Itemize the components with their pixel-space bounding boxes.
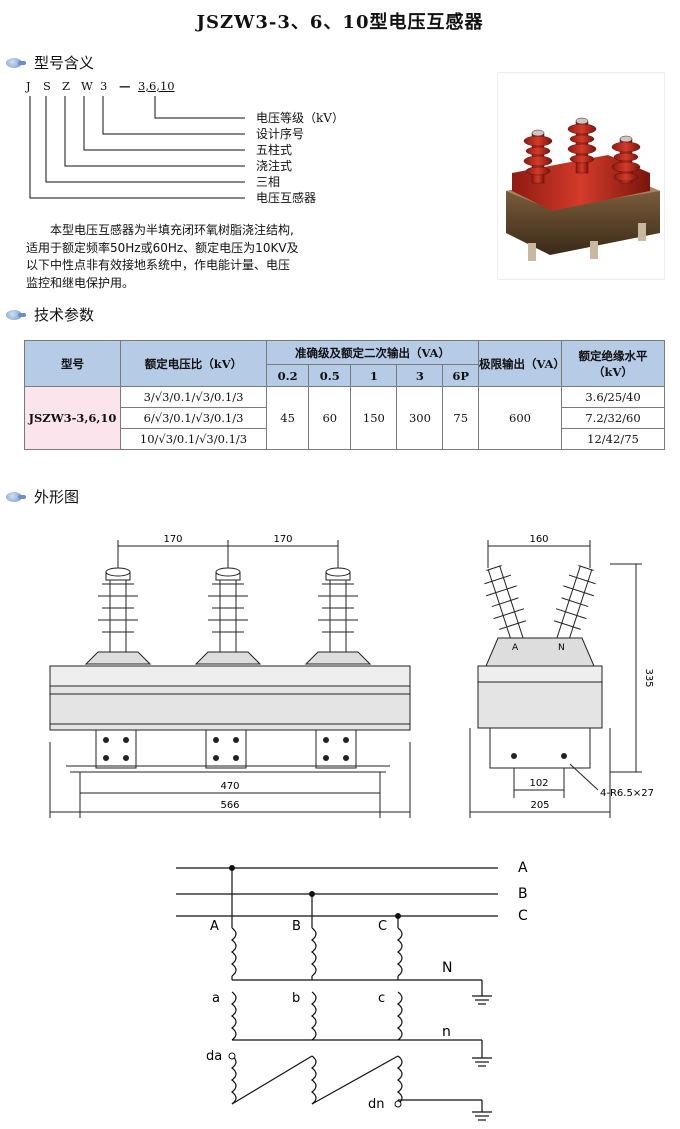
cell-ratio: 6/√3/0.1/√3/0.1/3 [120,407,267,429]
cell-output: 75 [442,386,479,450]
model-code-diagram: J S Z W 3 — 3,6,10 电压等级（kV） 设计序号 五柱式 浇注式… [0,0,400,220]
header-model: 型号 [24,340,121,387]
code-letter-j: J [26,79,31,93]
header-limit: 极限输出（VA） [478,340,565,387]
bus-label-b: B [518,886,528,902]
dim-height: 335 [643,668,654,687]
primary-label-c: C [378,919,387,934]
neutral-secondary-label: n [442,1024,451,1040]
bushing-label-a: A [512,643,519,653]
cell-ratio: 10/√3/0.1/√3/0.1/3 [120,428,267,450]
cell-insulation: 3.6/25/40 [561,386,665,408]
header-class: 1 [350,364,398,387]
primary-label-a: A [210,919,219,934]
code-dash: — [119,79,131,93]
section-tech-params: 技术参数 [6,304,94,325]
bus-label-c: C [518,908,528,924]
model-code-leader-lines [29,96,245,199]
meaning-voltage: 电压等级（kV） [256,111,344,125]
page-title: JSZW3-3、6、10型电压互感器 [196,12,484,33]
header-class: 0.2 [265,364,310,387]
wiring-diagram: A B C A B C N a b c n da dn [176,860,528,1121]
header-class: 6P [442,364,479,387]
section-outline: 外形图 [6,486,79,507]
dim-total: 566 [220,800,239,811]
code-letter-w: W [81,79,93,93]
bullet-icon [6,56,28,70]
secondary-label-b: b [292,991,300,1006]
cell-model: JSZW3-3,6,10 [24,386,121,450]
side-view-drawing: 160 335 102 205 4-R6.5×27 A N [469,534,654,818]
product-photo [497,72,665,280]
cell-insulation: 7.2/32/60 [561,407,665,429]
cell-output: 300 [396,386,444,450]
code-letter-z: Z [62,79,70,93]
description-line: 本型电压互感器为半填充闭环氧树脂浇注结构, [50,223,294,237]
dim-top: 160 [529,534,548,545]
open-delta-end-label: dn [368,1097,385,1112]
section-title: 型号含义 [34,54,95,72]
model-code-meanings: 电压等级（kV） 设计序号 五柱式 浇注式 三相 电压互感器 [256,110,344,206]
header-insulation: 额定绝缘水平（kV） [561,340,665,387]
bushing-label-n: N [558,643,565,653]
header-ratio: 额定电压比（kV） [120,340,267,387]
cell-output: 60 [308,386,352,450]
hole-note: 4-R6.5×27 [600,788,654,799]
cell-ratio: 3/√3/0.1/√3/0.1/3 [120,386,267,408]
meaning-design: 设计序号 [256,127,305,141]
description-line: 适用于额定频率50Hz或60Hz、额定电压为10KV及 [26,240,299,255]
header-class: 0.5 [308,364,352,387]
product-description: 本型电压互感器为半填充闭环氧树脂浇注结构, 适用于额定频率50Hz或60Hz、额… [26,222,356,292]
cell-output: 150 [350,386,398,450]
dim-spacing-2: 170 [273,534,292,545]
bullet-icon [6,490,28,504]
bullet-icon [6,308,28,322]
dim-mount: 470 [220,781,239,792]
cell-insulation: 12/42/75 [561,428,665,450]
code-voltage: 3,6,10 [138,79,175,93]
section-model-meaning: 型号含义 [6,52,94,73]
header-accuracy: 准确级及额定二次输出（VA） [266,340,479,365]
dim-spacing-1: 170 [163,534,182,545]
header-class: 3 [396,364,444,387]
cell-limit: 600 [478,386,562,450]
code-letter-s: S [43,79,51,93]
open-delta-start-label: da [206,1049,222,1064]
bus-label-a: A [518,860,528,876]
meaning-three-phase: 三相 [256,175,281,189]
section-title: 技术参数 [34,306,95,324]
code-letter-3: 3 [100,79,108,93]
spec-table: 型号 额定电压比（kV） 准确级及额定二次输出（VA） 极限输出（VA） 额定绝… [24,340,665,450]
meaning-pt: 电压互感器 [256,191,317,205]
meaning-cast: 浇注式 [256,159,293,173]
secondary-label-c: c [378,991,385,1006]
description-line: 监控和继电保护用。 [26,275,135,290]
cell-output: 45 [265,386,310,450]
meaning-five-column: 五柱式 [256,143,293,157]
description-line: 以下中性点非有效接地系统中，作电能计量、电压 [26,258,291,272]
neutral-primary-label: N [442,960,452,976]
front-view-drawing: 170 170 470 566 [49,534,411,818]
dim-mount-side: 102 [529,778,548,789]
primary-label-b: B [292,919,301,934]
secondary-label-a: a [212,991,220,1006]
dim-width: 205 [530,800,549,811]
section-title: 外形图 [34,488,80,506]
